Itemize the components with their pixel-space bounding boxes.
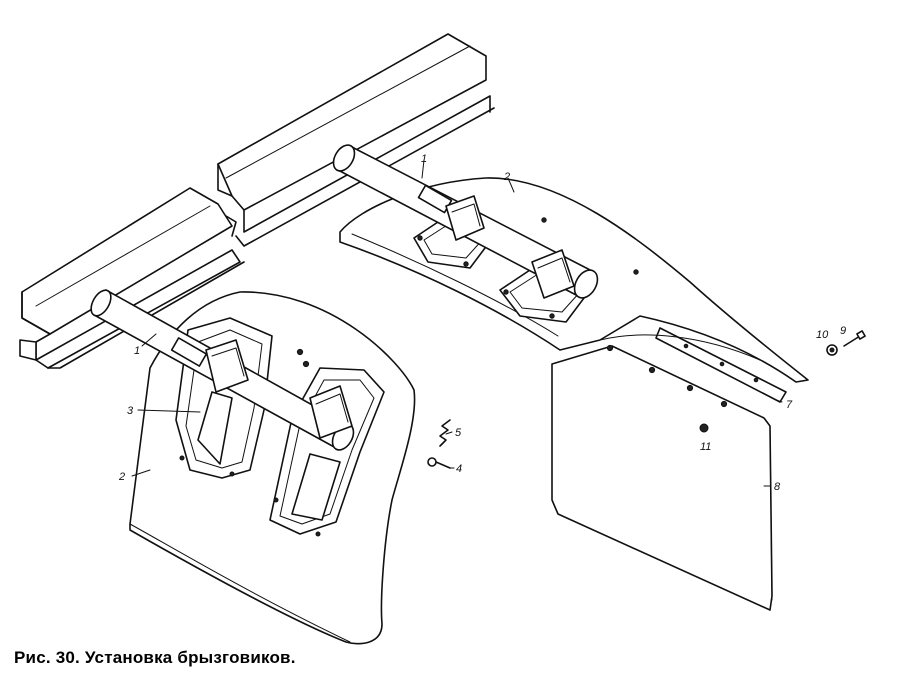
frame-rail-left: [19, 187, 245, 369]
left-fender-assembly: [90, 289, 451, 645]
callout-9: 9: [840, 325, 846, 337]
bolt-and-nut-set: [826, 330, 866, 356]
spring-and-bolt: [427, 419, 451, 469]
figure-caption: Рис. 30. Установка брызговиков.: [14, 648, 296, 667]
callout-2b: 2: [118, 471, 125, 483]
mudflap-bolt-holes: [606, 344, 728, 433]
clamp-strip-holes: [683, 343, 759, 383]
rubber-mudflap: [551, 345, 773, 611]
callout-11: 11: [700, 441, 711, 453]
callout-7: 7: [786, 399, 793, 411]
left-fender-bolt-holes: [179, 348, 321, 537]
callout-labels: 1 2 1 3 2 5 4 10 9 7 11 8: [118, 153, 846, 493]
callout-1b: 1: [134, 345, 140, 357]
callout-5: 5: [455, 427, 462, 439]
right-fender-assembly: [332, 144, 866, 611]
fender-bolt-holes: [417, 217, 639, 319]
callout-8: 8: [774, 481, 781, 493]
callout-10: 10: [816, 329, 829, 341]
callout-4: 4: [456, 463, 462, 475]
callout-1a: 1: [421, 153, 427, 165]
callout-2a: 2: [503, 171, 510, 183]
callout-3: 3: [127, 405, 134, 417]
leader-lines: [131, 159, 783, 487]
